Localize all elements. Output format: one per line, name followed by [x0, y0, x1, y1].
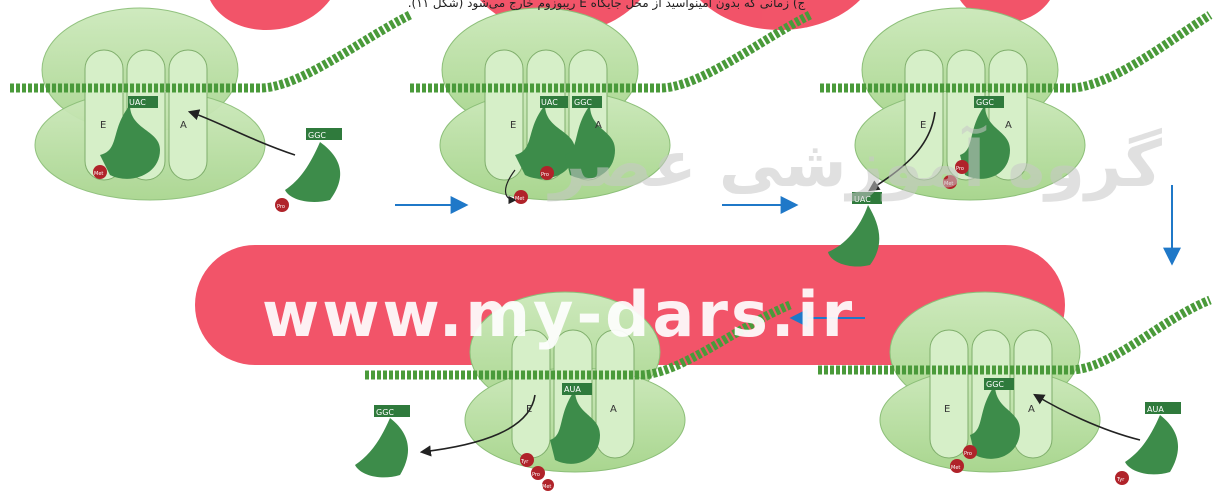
anticodon-4a: GGC — [986, 380, 1004, 389]
site-e-label-5: E — [526, 404, 532, 415]
anticodon-2b: GGC — [574, 98, 592, 107]
watermark-url: www.my-dars.ir — [262, 278, 855, 351]
amino-acid-5b: Pro — [532, 472, 540, 478]
watermark-brand-fa: گروه آموزشی عصر — [550, 128, 1162, 202]
amino-acid-4a: Pro — [964, 451, 972, 457]
anticodon-2a: UAC — [541, 98, 558, 107]
anticodon-5a: AUA — [564, 385, 581, 394]
incoming-anticodon-4: AUA — [1147, 405, 1164, 414]
site-a-label-1: A — [180, 120, 187, 131]
panel-1 — [10, 8, 410, 212]
amino-acid-1b: Pro — [277, 204, 285, 210]
amino-acid-2b: Met — [515, 196, 524, 202]
anticodon-1a: UAC — [129, 98, 146, 107]
amino-acid-4c: Tyr — [1116, 477, 1125, 483]
figure-caption: ج) زمانی که بدون آمینواسید از محل جایگاه… — [0, 0, 1213, 10]
amino-acid-1a: Met — [94, 171, 103, 177]
site-e-label-2: E — [510, 120, 516, 131]
anticodon-3a: GGC — [976, 98, 994, 107]
site-e-label-4: E — [944, 404, 950, 415]
amino-acid-5a: Tyr — [520, 459, 529, 465]
amino-acid-5c: Met — [542, 484, 551, 490]
incoming-anticodon-1: GGC — [308, 131, 326, 140]
site-a-label-4: A — [1028, 404, 1035, 415]
amino-acid-2a: Pro — [541, 172, 549, 178]
site-e-label-1: E — [100, 120, 106, 131]
exiting-anticodon-5: GGC — [376, 408, 394, 417]
site-a-label-5: A — [610, 404, 617, 415]
amino-acid-4b: Met — [951, 465, 960, 471]
